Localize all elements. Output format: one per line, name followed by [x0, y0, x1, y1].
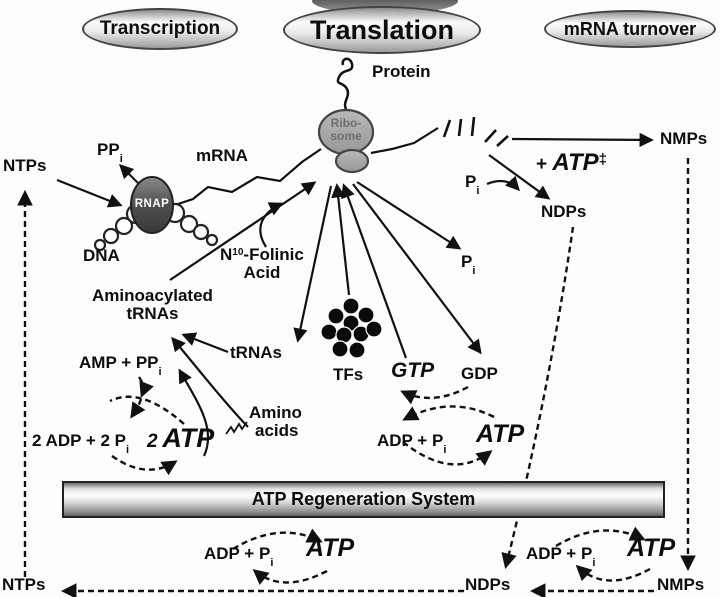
nmps-top-label: NMPs	[660, 129, 708, 148]
dashed-2atp-cycle-top	[109, 395, 185, 425]
dashed-rightcycle-bottom	[575, 564, 651, 582]
mrna-strand-left	[171, 148, 322, 208]
ribosome-label: Ribo- some	[330, 116, 362, 143]
dashed-2atp-cycle-bottom	[111, 455, 178, 476]
arrow-ribosome-to-pi	[356, 181, 462, 250]
mrna-strand-right	[370, 127, 439, 155]
dashed-gtp-atp-cycle-top	[402, 405, 495, 421]
arrow-atp-to-ampppi	[178, 368, 210, 457]
translation-header: Translation	[283, 6, 481, 54]
dashed-amp-to-adp-2	[130, 398, 146, 419]
amino-acids-squiggle	[225, 421, 248, 435]
pi-ribosome-label: Pi	[461, 252, 476, 278]
gtp-label: GTP	[391, 359, 435, 382]
arrow-tfs-to-ribosome	[331, 183, 351, 296]
mrna-turnover-header-label: mRNA turnover	[563, 18, 697, 39]
aminoacylated-trnas-label: Aminoacylated tRNAs	[92, 286, 213, 323]
arrow-aminoacids-to-aatrnas	[171, 336, 249, 428]
atp-regeneration-system-label: ATP Regeneration System	[251, 489, 476, 509]
ndps-bottom-label: NDPs	[465, 575, 511, 594]
atp-regeneration-system-bar: ATP Regeneration System	[62, 481, 665, 518]
protein-chain-squiggle	[336, 57, 354, 112]
ribosome-small-subunit	[334, 148, 370, 174]
arrow-folinic-to-ribosome	[259, 202, 284, 248]
two-adp-label: 2 ADP + 2 Pi	[32, 431, 130, 457]
tfs-label: TFs	[333, 365, 364, 384]
arrow-ribosome-to-gdp	[352, 183, 482, 355]
ntps-top-label: NTPs	[3, 156, 47, 175]
adp-pi-gtp-cycle-label: ADP + Pi	[377, 431, 447, 457]
atp-right-cycle-label: ATP	[627, 534, 676, 562]
dashed-gtp-atp-cycle-bottom	[402, 441, 493, 466]
transcription-header-label: Transcription	[99, 18, 221, 39]
tfs-cluster	[320, 297, 383, 359]
protein-label: Protein	[372, 62, 431, 81]
gdp-label: GDP	[461, 364, 498, 383]
ntps-bottom-label: NTPs	[2, 575, 46, 594]
mrna-turnover-header: mRNA turnover	[544, 10, 716, 48]
amino-acids-label: Amino acids	[249, 403, 302, 440]
two-atp-label: 2 ATP	[147, 423, 215, 453]
folinic-acid-label: N10-Folinic Acid	[220, 245, 304, 282]
arrow-gtp-to-ribosome	[341, 183, 408, 359]
dashed-gdp-to-gtp	[400, 385, 469, 405]
arrow-trnas-to-aatrnas	[181, 332, 229, 354]
arrow-ribosome-to-trnas	[293, 185, 333, 343]
adp-pi-mid-cycle-label: ADP + Pi	[204, 544, 274, 570]
dashed-rightcycle-top	[555, 526, 646, 548]
rnap-polymerase-shape	[130, 176, 174, 234]
mrna-label: mRNA	[196, 146, 248, 165]
arrow-ntps-to-rnap	[56, 178, 123, 208]
arrow-mrna-to-nmps	[511, 132, 654, 148]
nmps-bottom-label: NMPs	[657, 575, 705, 594]
amp-ppi-label: AMP + PPi	[79, 353, 162, 379]
arrow-aatrna-to-ribosome	[169, 181, 317, 281]
atp-gtp-cycle-label: ATP	[476, 420, 525, 448]
atp-mid-cycle-label: ATP	[306, 534, 355, 562]
ndps-top-label: NDPs	[541, 202, 587, 221]
adp-pi-right-cycle-label: ADP + Pi	[526, 544, 596, 570]
atp-requirement-note: + ATP‡	[536, 149, 607, 176]
dna-label: DNA	[83, 246, 120, 265]
dashed-midcycle-bottom	[252, 569, 328, 585]
rnap-label: RNAP	[134, 198, 170, 210]
translation-header-label: Translation	[309, 14, 455, 45]
dashed-midcycle-top	[232, 528, 323, 551]
dashed-amp-to-adp-1	[137, 376, 154, 398]
mrna-degradation-marks	[442, 116, 509, 147]
transcription-header: Transcription	[82, 8, 238, 50]
arrow-pi-join-turnover	[486, 175, 520, 192]
trnas-label: tRNAs	[230, 343, 282, 362]
ppi-label: PPi	[97, 140, 123, 166]
pi-turnover-label: Pi	[465, 172, 480, 198]
